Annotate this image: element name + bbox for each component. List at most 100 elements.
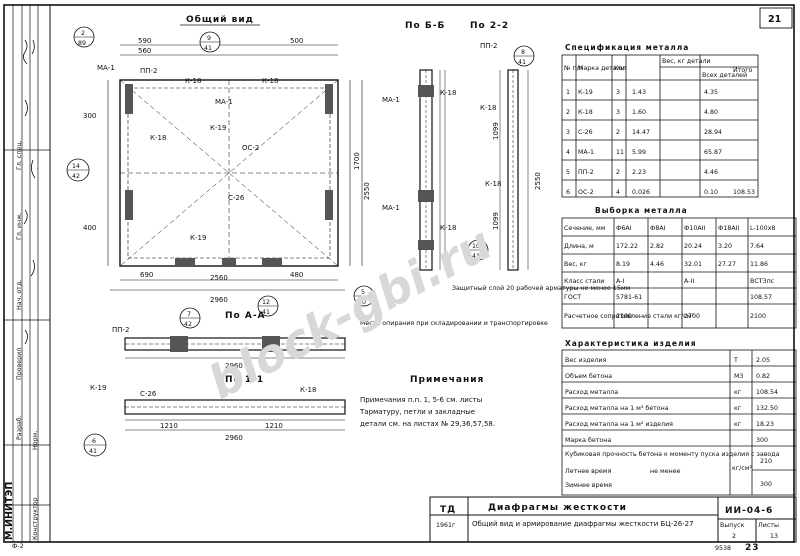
label-k18-plan: К-18 [185,77,201,85]
tb-title: Диафрагмы жесткости [488,503,627,513]
sample-cell: 27.27 [718,261,736,268]
dim-2960-aa: 2960 [225,362,243,370]
label-pp2-22: ПП-2 [480,42,498,50]
winter-label: Зимнее время [565,482,612,489]
spec-cell: 4.35 [704,89,718,96]
spec-title: Спецификация металла [565,43,689,52]
summer-label: Летнее время [565,468,611,475]
dim-300: 300 [83,112,96,120]
dim-1099: 1099 [492,122,500,140]
svg-text:8: 8 [521,49,525,56]
sample-cell: Длина, м [564,243,594,250]
spec-cell: 28.94 [704,129,722,136]
svg-text:42: 42 [72,173,80,180]
sample-header-cell: Ф18АII [718,225,740,232]
char-unit: Т [733,357,738,364]
callout-5-40: 5 40 [353,285,375,307]
char-value: 300 [756,437,768,444]
sample-cell: Класс стали [564,278,604,285]
svg-text:2: 2 [81,30,85,37]
spec-cell: 4.46 [704,169,718,176]
dim-2560: 2560 [210,274,228,282]
svg-text:89: 89 [78,40,86,47]
sample-cell: 2.82 [650,243,664,250]
tb-sheet-label: Листы [758,522,779,529]
summer-value: 210 [760,458,772,465]
svg-text:41: 41 [472,253,480,260]
callout-2-89: 2 89 [73,26,95,48]
char-unit: М3 [734,373,743,380]
spec-table [561,54,759,198]
sample-table [561,217,797,329]
sample-cell: 5781-61 [616,294,642,301]
char-unit: кг [734,421,741,428]
label-c26-plan: С-26 [228,194,245,202]
bottom-left-mark: Ф-2 [12,543,24,550]
label-k18-22: К-18 [480,104,496,112]
char-table [561,349,797,496]
signatures [23,39,36,345]
stamp-row-3: Нач. отд. [16,280,23,310]
char-value: 108.54 [756,389,778,396]
spec-cell: 5 [566,169,570,176]
dim-690: 690 [140,271,153,279]
label-k19b-plan: К-19 [190,234,206,242]
label-k18b-bb: К-18 [440,224,456,232]
tb-code: ИИ-04-6 [725,506,773,516]
sample-cell: 2700 [684,313,700,320]
label-ma1-bb: МА-1 [382,96,400,104]
label-ma1b-bb: МА-1 [382,204,400,212]
svg-text:5: 5 [361,289,365,296]
left-stamp-text: М.ИНИТЭП [4,482,15,540]
sample-cell: 2100 [750,313,766,320]
not-less-label: не менее [650,468,681,475]
sample-cell: 8.19 [616,261,630,268]
label-oc2-plan: ОС-2 [242,144,259,152]
label-k19-11: К-19 [90,384,106,392]
section-bb-title: По Б-Б [405,21,445,31]
notes-title: Примечания [410,375,484,385]
spec-h2: Кол [614,65,626,72]
sample-cell: 7.64 [750,243,764,250]
sample-cell: ВСТ3пс [750,278,775,285]
label-k18-bb: К-18 [440,89,456,97]
tb-issue: 2 [732,533,736,540]
label-k18b-plan: К-18 [262,77,278,85]
stamp-org: М.ИНИТЭП [4,482,15,540]
tb-org: ТД [440,505,456,515]
svg-text:9: 9 [207,35,211,42]
dim-2550: 2550 [363,182,371,200]
label-k18-11: К-18 [300,386,316,394]
spec-cell: 2.23 [632,169,646,176]
char-title: Характеристика изделия [565,339,697,348]
sample-title: Выборка металла [595,206,688,215]
char-label: Расход металла на 1 м² изделия [565,421,673,428]
char-value: 2.05 [756,357,770,364]
stamp-row-1: Разраб. [15,415,23,440]
sample-header-cell: Ф8АI [650,225,666,232]
spec-cell: 1 [566,89,570,96]
general-view [107,44,363,291]
spec-cell: 2 [616,129,620,136]
stamp-row-2: Проверил [16,348,23,380]
spec-cell: 2 [616,169,620,176]
sample-cell: 108.57 [750,294,772,301]
spec-cell: МА-1 [578,149,594,156]
cube-strength-label: Кубиковая прочность бетона к моменту пус… [565,450,780,458]
callout-6-41: 6 41 [83,433,107,457]
char-label: Объем бетона [565,372,612,380]
callout-14-42: 14 42 [66,158,90,182]
spec-h0: № п/п [563,65,583,72]
dim-560: 560 [138,47,151,55]
stamp-row-5: Гл. спец. [16,140,23,170]
spec-cell: 6 [566,189,570,196]
spec-cell: 5.99 [632,149,646,156]
section-11-title: По 1-1 [225,375,264,385]
page-number: 23 [745,543,760,552]
tb-sheet: 13 [770,533,778,540]
spec-cell: К-19 [578,89,593,96]
label-k19-plan: К-19 [210,124,226,132]
unit-label: кг/см² [732,465,752,472]
archive-number: 9538 [715,545,731,552]
dim-1099b: 1099 [492,212,500,230]
